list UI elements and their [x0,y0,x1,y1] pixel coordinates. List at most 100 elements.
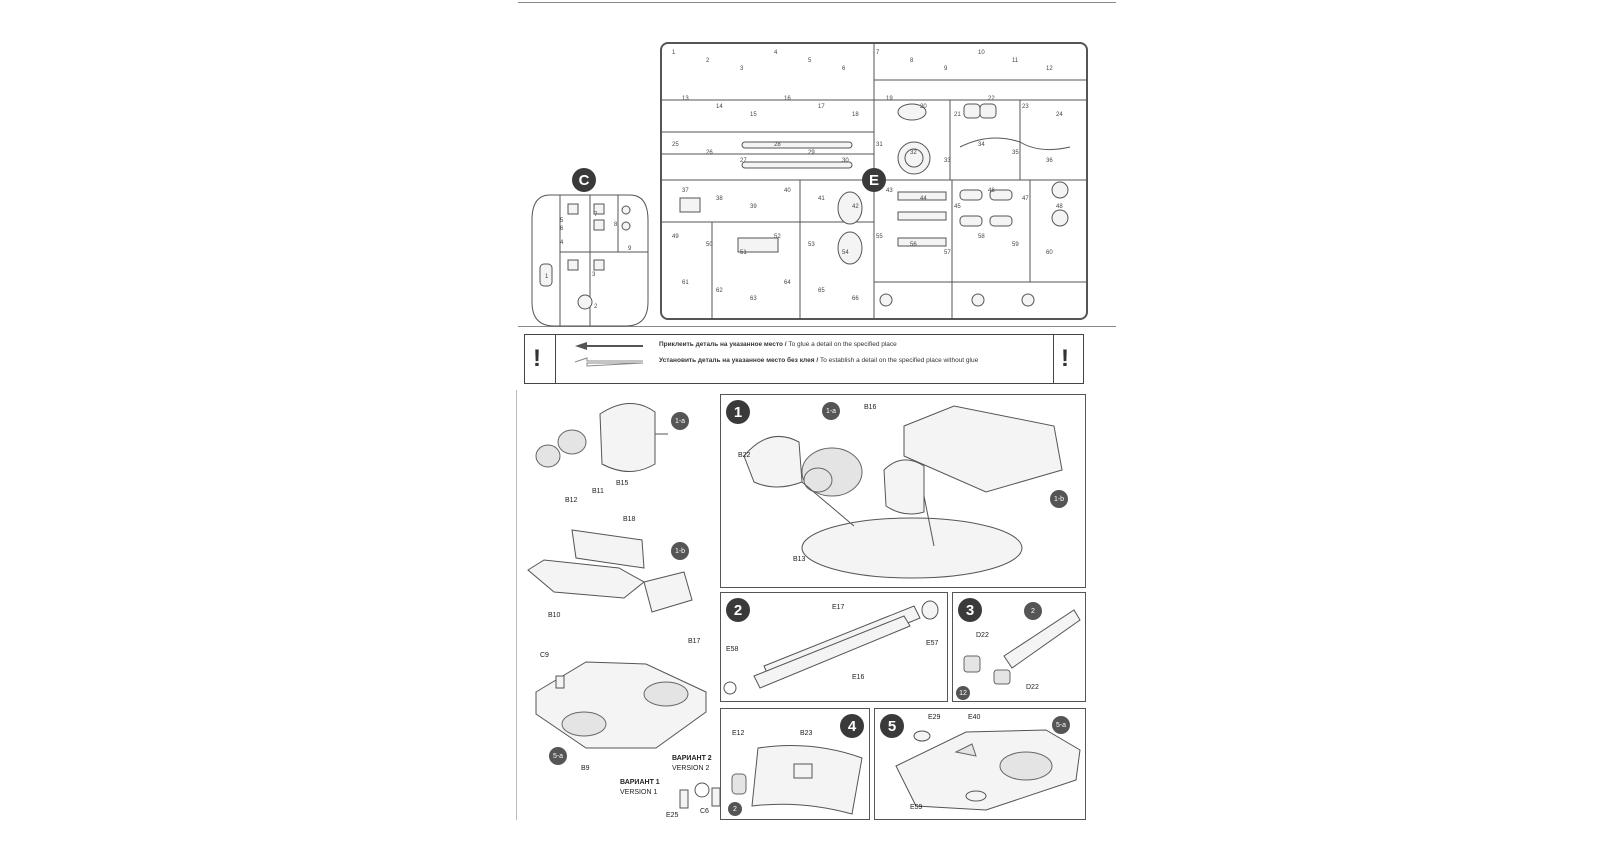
e-part-label: 36 [1046,158,1053,164]
arrow-noglue-icon [574,357,644,367]
e-part-label: 6 [842,66,846,72]
e-part-label: 25 [672,142,679,148]
e-part-label: 29 [808,150,815,156]
s1-b22: B22 [738,452,751,459]
e-part-label: 42 [852,204,859,210]
c-part-4: 4 [560,240,564,246]
s1b-b18: B18 [623,516,636,523]
e-part-label: 33 [944,158,951,164]
e-part-label: 64 [784,280,791,286]
c-part-1: 1 [545,274,549,280]
version-2-en: VERSION 2 [672,765,710,772]
e-part-label: 37 [682,188,689,194]
c-part-6: 6 [560,226,564,232]
step-1-ref-1a: 1-a [822,402,840,420]
step-5-badge: 5 [880,714,904,738]
glue-legend: ! ! Приклеить деталь на указанное место … [524,334,1084,384]
e-part-label: 18 [852,112,859,118]
step-1-ref-1b: 1-b [1050,490,1068,508]
s5a-b9: B9 [581,765,590,772]
e-part-label: 47 [1022,196,1029,202]
s2-e16: E16 [852,674,865,681]
sprue-e-badge: E [862,168,886,192]
legend-mark-left: ! [533,345,541,372]
step-2-badge: 2 [726,598,750,622]
e-part-label: 59 [1012,242,1019,248]
e-part-label: 1 [672,50,676,56]
e-part-label: 35 [1012,150,1019,156]
c-part-8: 8 [614,222,618,228]
substep-1a-badge: 1-a [671,412,689,430]
s4-e12: E12 [732,730,745,737]
s2-e58: E58 [726,646,739,653]
e-part-label: 2 [706,58,710,64]
step-4-badge: 4 [840,714,864,738]
e-part-label: 57 [944,250,951,256]
e-part-label: 56 [910,242,917,248]
e-part-label: 50 [706,242,713,248]
substep-5a-drawing [535,661,707,749]
s1a-b11: B11 [592,488,604,495]
c-part-2: 2 [594,304,598,310]
e-part-label: 40 [784,188,791,194]
e-part-label: 65 [818,288,825,294]
version-parts-drawing [679,782,721,809]
s1a-b12: B12 [565,497,578,504]
c-part-3: 3 [592,272,596,278]
s5a-c9: C9 [540,652,549,659]
e-part-label: 51 [740,250,747,256]
e-part-label: 39 [750,204,757,210]
legend-divider-right [1053,335,1054,383]
e-part-label: 53 [808,242,815,248]
e-part-label: 58 [978,234,985,240]
step-4-drawing [731,745,863,815]
c-part-7: 7 [594,212,598,218]
substep-1b-drawing [527,529,693,613]
e-part-label: 9 [944,66,948,72]
step-2-drawing [723,600,939,695]
arrow-glue-icon [575,342,643,350]
e-part-label: 61 [682,280,689,286]
s5-e29: E29 [928,714,941,721]
e-part-label: 21 [954,112,961,118]
e-part-label: 15 [750,112,757,118]
version-1-ru: ВАРИАНТ 1 [620,779,660,786]
e-part-label: 60 [1046,250,1053,256]
side-rule [516,390,517,820]
e-part-label: 28 [774,142,781,148]
e-part-label: 26 [706,150,713,156]
e-part-label: 52 [774,234,781,240]
legend-noglue-en: To establish a detail on the specified p… [819,357,979,364]
e-part-label: 44 [920,196,927,202]
s1-b13: B13 [793,556,806,563]
e-part-label: 7 [876,50,880,56]
step-5-ref-5a: 5-a [1052,716,1070,734]
c-part-5: 5 [560,218,564,224]
e-part-label: 55 [876,234,883,240]
e-part-label: 45 [954,204,961,210]
e-part-label: 12 [1046,66,1053,72]
version-e25: E25 [666,812,679,819]
e-part-label: 4 [774,50,778,56]
substep-1b-badge: 1-b [671,542,689,560]
legend-glue-row: Приклеить деталь на указанное место / To… [659,341,897,348]
e-part-label: 31 [876,142,883,148]
e-part-label: 14 [716,104,723,110]
e-part-label: 62 [716,288,723,294]
e-part-label: 43 [886,188,893,194]
e-part-label: 54 [842,250,849,256]
c-part-9: 9 [628,246,632,252]
e-part-label: 20 [920,104,927,110]
s5-e40: E40 [968,714,981,721]
e-part-label: 34 [978,142,985,148]
e-part-label: 10 [978,50,985,56]
e-part-label: 5 [808,58,812,64]
sprue-c-badge: C [572,168,596,192]
e-part-label: 32 [910,150,917,156]
substep-5a-badge: 5-a [549,747,567,765]
legend-mark-right: ! [1061,345,1069,372]
legend-glue-en: To glue a detail on the specified place [788,341,897,348]
step-3-ref-12: 12 [956,686,970,700]
s1b-b17: B17 [688,638,701,645]
